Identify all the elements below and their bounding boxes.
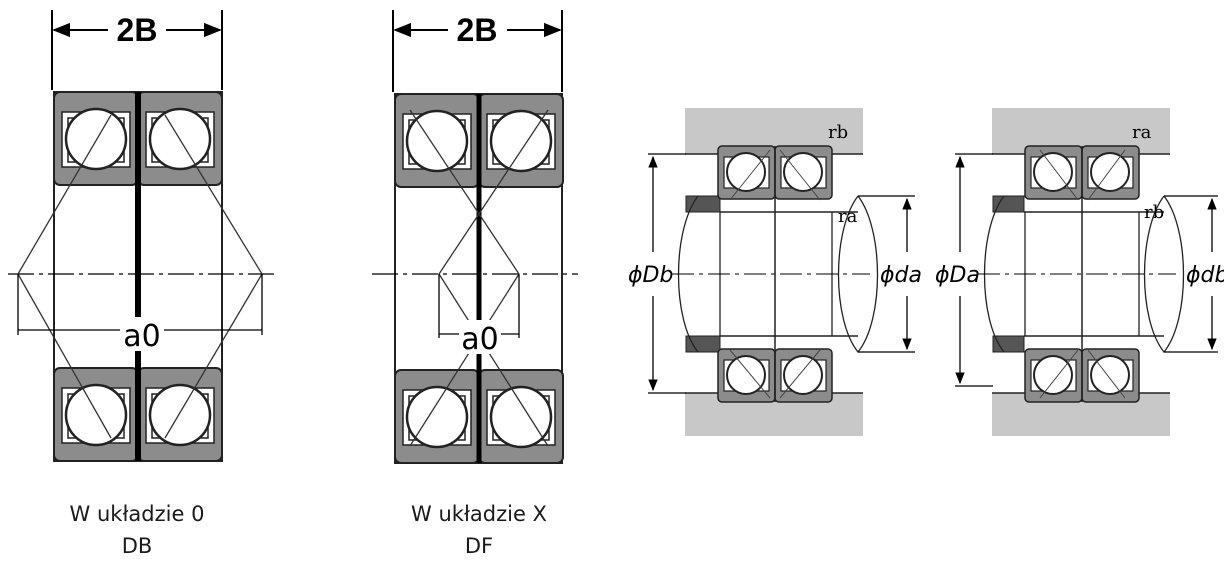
caption-df: W układzie X DF [359,498,599,562]
dimension-label-2b: 2B [117,12,158,48]
figure-df: 2B a0 [372,10,578,465]
figure-db: 2B a0 [8,10,278,463]
caption-line-code: DB [121,534,153,558]
dimension-label-2b: 2B [457,12,498,48]
shaft-diameter-label: ϕda [880,263,922,288]
spread-label-a0: a0 [123,319,160,354]
figure-mount-db: ϕDb ϕda rb ra [628,108,922,436]
shaft-diameter-label: ϕdb [1186,263,1224,288]
housing-diameter-label: ϕDb [628,263,673,288]
housing-diameter-label: ϕDa [935,263,980,288]
housing-fillet-label: rb [828,122,848,143]
shaft-fillet-label: rb [1144,202,1164,223]
spread-label-a0: a0 [461,322,498,357]
shaft-fillet-label: ra [838,206,858,227]
housing-fillet-label: ra [1132,122,1152,143]
figure-mount-df: ϕDa ϕdb ra rb [935,108,1224,436]
caption-db: W układzie 0 DB [17,498,257,562]
caption-line-arrangement: W układzie X [411,502,547,526]
caption-line-arrangement: W układzie 0 [69,502,205,526]
caption-line-code: DF [464,534,494,558]
